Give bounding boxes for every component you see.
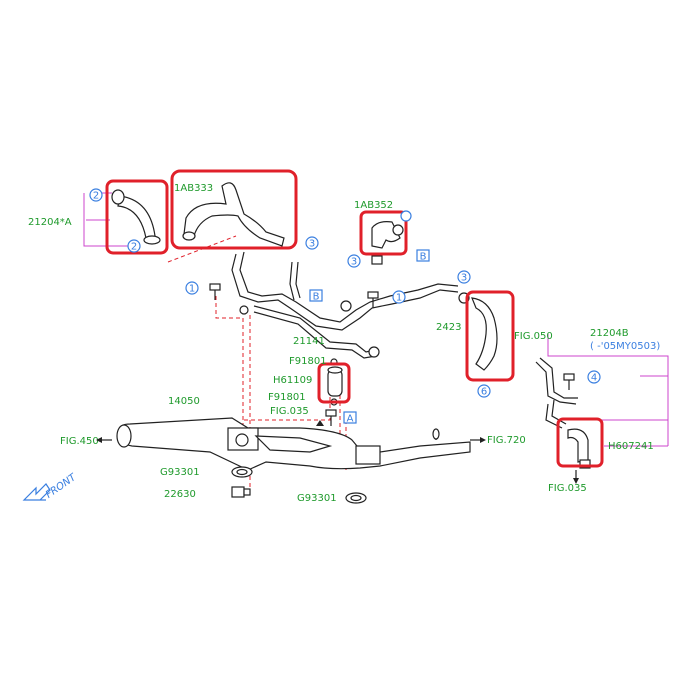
hose-1ab333[interactable]	[182, 182, 285, 247]
label-21204b-note: ( -'05MY0503)	[590, 341, 660, 352]
svg-text:4: 4	[591, 373, 597, 384]
sensor-22630[interactable]	[231, 486, 251, 498]
label-h607241: H607241	[608, 441, 654, 452]
label-fig050: FIG.050	[514, 331, 553, 342]
svg-text:1: 1	[189, 284, 195, 295]
gasket-g93301-left[interactable]	[231, 466, 253, 478]
arrow-fig035-bottom	[573, 470, 579, 484]
highlight-1ab352	[359, 210, 408, 256]
svg-text:3: 3	[351, 257, 357, 268]
label-f91801-top: F91801	[289, 356, 327, 367]
bolt-a[interactable]	[325, 409, 337, 426]
label-fig450: FIG.450	[60, 436, 99, 447]
label-f91801-bottom: F91801	[268, 392, 306, 403]
highlight-boxes	[105, 169, 604, 468]
label-22630: 22630	[164, 489, 196, 500]
label-fig035-top: FIG.035	[270, 406, 309, 417]
arrow-fig720	[470, 437, 486, 443]
callout-1-center: 1	[392, 290, 406, 304]
pipe-14050[interactable]	[116, 417, 471, 471]
highlight-21204a	[105, 179, 169, 255]
hose-h607241[interactable]	[567, 428, 591, 469]
hose-2423[interactable]	[458, 292, 498, 371]
label-g93301-left: G93301	[160, 467, 200, 478]
callout-2-bottom: 2	[127, 239, 141, 253]
label-21204b: 21204B	[590, 328, 629, 339]
highlight-2423	[465, 290, 515, 382]
callout-3-1ab352: 3	[347, 254, 361, 268]
hose-21204a[interactable]	[111, 189, 161, 245]
highlight-h607241	[556, 417, 604, 468]
pipe-21141[interactable]	[231, 251, 459, 359]
front-arrow: FRONT	[22, 472, 79, 501]
hose-h61109[interactable]	[327, 358, 343, 406]
hose-1ab352[interactable]	[371, 221, 404, 265]
svg-text:3: 3	[461, 273, 467, 284]
svg-text:B: B	[313, 292, 320, 303]
gasket-g93301-right[interactable]	[345, 492, 367, 504]
callout-6: 6	[477, 384, 491, 398]
svg-text:B: B	[420, 252, 427, 263]
callout-3-2423: 3	[457, 270, 471, 284]
label-1ab333: 1AB333	[174, 183, 213, 194]
callout-2-top: 2	[89, 188, 103, 202]
highlight-h61109	[317, 362, 351, 404]
label-g93301-right: G93301	[297, 493, 337, 504]
label-1ab352: 1AB352	[354, 200, 393, 211]
label-2423: 2423	[436, 322, 461, 333]
svg-text:2: 2	[131, 242, 137, 253]
label-14050: 14050	[168, 396, 200, 407]
label-h61109: H61109	[273, 375, 312, 386]
label-fig035-bottom: FIG.035	[548, 483, 587, 494]
svg-text:1: 1	[396, 293, 402, 304]
arrow-fig035-top	[316, 420, 324, 426]
bolt-left[interactable]	[209, 283, 221, 300]
callout-1-left: 1	[185, 281, 199, 295]
callout-4: 4	[587, 370, 601, 384]
ref-box-b-top: B	[416, 249, 430, 263]
svg-text:A: A	[347, 414, 354, 425]
arrow-fig450	[96, 437, 112, 443]
label-front: FRONT	[44, 472, 79, 501]
callout-3-1ab333: 3	[305, 236, 319, 250]
label-21204a: 21204*A	[28, 217, 72, 228]
bolt-right[interactable]	[563, 373, 575, 390]
svg-text:6: 6	[481, 387, 487, 398]
svg-text:2: 2	[93, 191, 99, 202]
ref-box-b-middle: B	[309, 289, 323, 303]
callout-3-1ab352-top	[400, 210, 412, 222]
label-fig720: FIG.720	[487, 435, 526, 446]
ref-box-a: A	[343, 411, 357, 425]
svg-text:3: 3	[309, 239, 315, 250]
bolt-center[interactable]	[367, 291, 379, 308]
highlight-1ab333	[170, 169, 298, 250]
label-21141: 21141	[293, 336, 325, 347]
